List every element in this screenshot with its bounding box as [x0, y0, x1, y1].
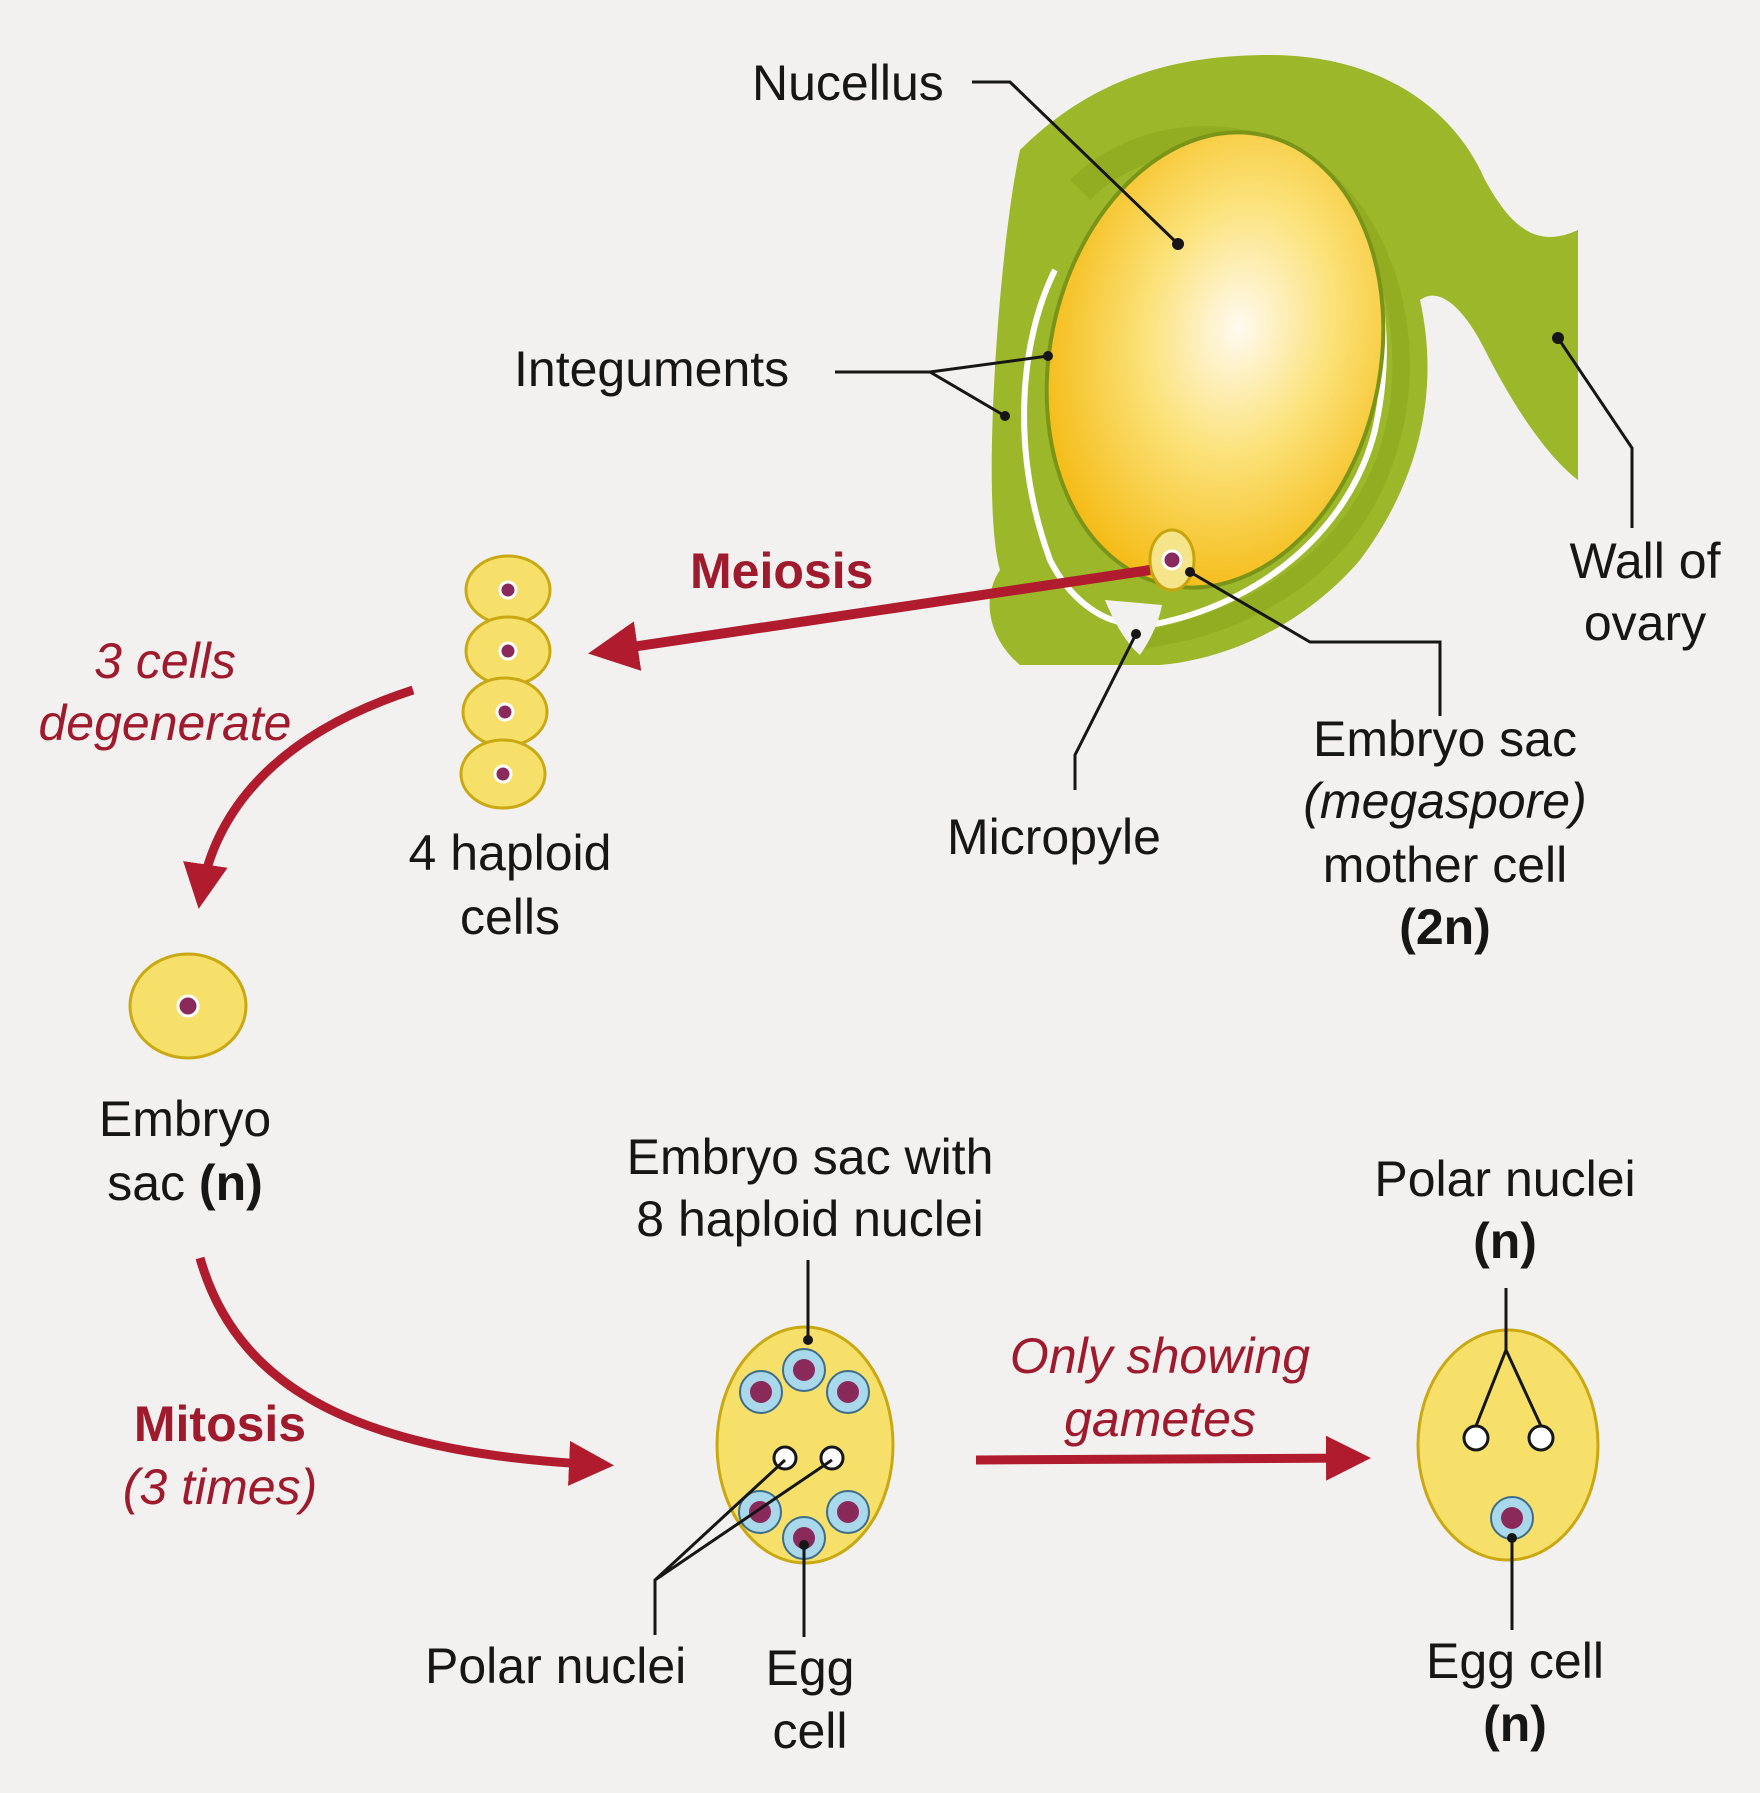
- mmc-nucleus: [1161, 549, 1183, 571]
- embryo-sac-n-label-2: sac (n): [60, 1152, 310, 1214]
- only-showing-label-2: gametes: [1064, 1391, 1256, 1447]
- haploid-nucleus-1: [498, 580, 518, 600]
- haploid-nucleus-4: [493, 764, 513, 784]
- meiosis-arrow: [588, 565, 1151, 671]
- es8-label-2: 8 haploid nuclei: [636, 1191, 984, 1247]
- nucleus-core: [750, 1381, 772, 1403]
- four-haploid-cells: [459, 554, 552, 810]
- haploid-nucleus-3: [495, 702, 515, 722]
- egg-left-dot: [799, 1540, 809, 1550]
- egg-cell-right-core: [1501, 1507, 1523, 1529]
- nucellus-dot: [1172, 238, 1184, 250]
- nucleus-core: [793, 1527, 815, 1549]
- micropyle-dot: [1131, 629, 1141, 639]
- nucellus-label: Nucellus: [752, 55, 944, 111]
- integuments-label: Integuments: [514, 341, 790, 397]
- emc-label-1: Embryo sac: [1313, 711, 1577, 767]
- wall-of-ovary-label-2: ovary: [1583, 595, 1707, 651]
- degenerate-arrow: [183, 685, 415, 909]
- nucleus-core: [837, 1381, 859, 1403]
- embryo-sac-n-label-2-text: sac: [107, 1155, 199, 1211]
- three-cells-label-1: 3 cells: [94, 633, 236, 689]
- emc-leader: [1189, 570, 1442, 716]
- polar-nucleus-right-1: [1462, 1424, 1490, 1452]
- es8-dot: [803, 1335, 813, 1345]
- wall-dot: [1552, 332, 1564, 344]
- mitosis-times-label: (3 times): [122, 1459, 318, 1515]
- polar-left-label: Polar nuclei: [425, 1638, 687, 1694]
- emc-dot: [1185, 567, 1195, 577]
- three-cells-label-2: degenerate: [38, 695, 292, 751]
- haploid-nucleus-2: [498, 641, 518, 661]
- meiosis-label: Meiosis: [690, 543, 874, 599]
- integuments-leader: [835, 354, 1049, 418]
- emc-label-3: mother cell: [1322, 837, 1568, 893]
- egg-right-label-1: Egg cell: [1426, 1633, 1604, 1689]
- ringed-nuclei: [738, 1348, 870, 1560]
- integument-gap-outer: [1021, 268, 1121, 625]
- outer-integument: [1070, 126, 1410, 650]
- egg-left-label-2: cell: [772, 1703, 848, 1759]
- micropyle-notch: [1105, 600, 1162, 655]
- integuments-dot-2: [1000, 411, 1010, 421]
- embryo-sac-n-label-2-bold: (n): [198, 1155, 263, 1211]
- egg-left-label-1: Egg: [765, 1640, 855, 1696]
- integuments-dot-1: [1043, 351, 1053, 361]
- four-haploid-label-1: 4 haploid: [408, 825, 612, 881]
- nucleus-core: [793, 1359, 815, 1381]
- embryo-sac-n-nucleus: [176, 994, 200, 1018]
- only-showing-label-1: Only showing: [1009, 1328, 1311, 1384]
- polar-right-leader: [1474, 1288, 1543, 1427]
- wall-of-ovary-leader: [1556, 337, 1634, 528]
- polar-right-label-2: (n): [1473, 1213, 1537, 1269]
- embryo-sac-8-nuclei: [715, 1325, 895, 1565]
- mitosis-label: Mitosis: [133, 1396, 307, 1452]
- egg-right-label-2: (n): [1483, 1696, 1547, 1752]
- micropyle-label: Micropyle: [947, 809, 1161, 865]
- wall-of-ovary-label-1: Wall of: [1569, 533, 1721, 589]
- four-haploid-label-2: cells: [459, 889, 561, 945]
- emc-label-4: (2n): [1399, 899, 1491, 955]
- polar-left-leader: [653, 1458, 833, 1635]
- micropyle-leader: [1073, 633, 1138, 790]
- nucleus-core: [837, 1501, 859, 1523]
- nucellus-leader: [972, 80, 1180, 246]
- es8-label-1: Embryo sac with: [626, 1129, 994, 1185]
- polar-nucleus-right-2: [1527, 1424, 1555, 1452]
- gametes-embryo-sac: [1416, 1328, 1600, 1562]
- gametes-sac-body: [1416, 1328, 1600, 1562]
- egg-right-dot: [1507, 1533, 1517, 1543]
- polar-right-label-1: Polar nuclei: [1374, 1151, 1636, 1207]
- mitosis-arrow: [195, 1256, 614, 1486]
- emc-label-2: (megaspore): [1303, 773, 1587, 829]
- embryo-sac-n-label-1: Embryo: [98, 1091, 272, 1147]
- gametes-arrow: [975, 1435, 1371, 1481]
